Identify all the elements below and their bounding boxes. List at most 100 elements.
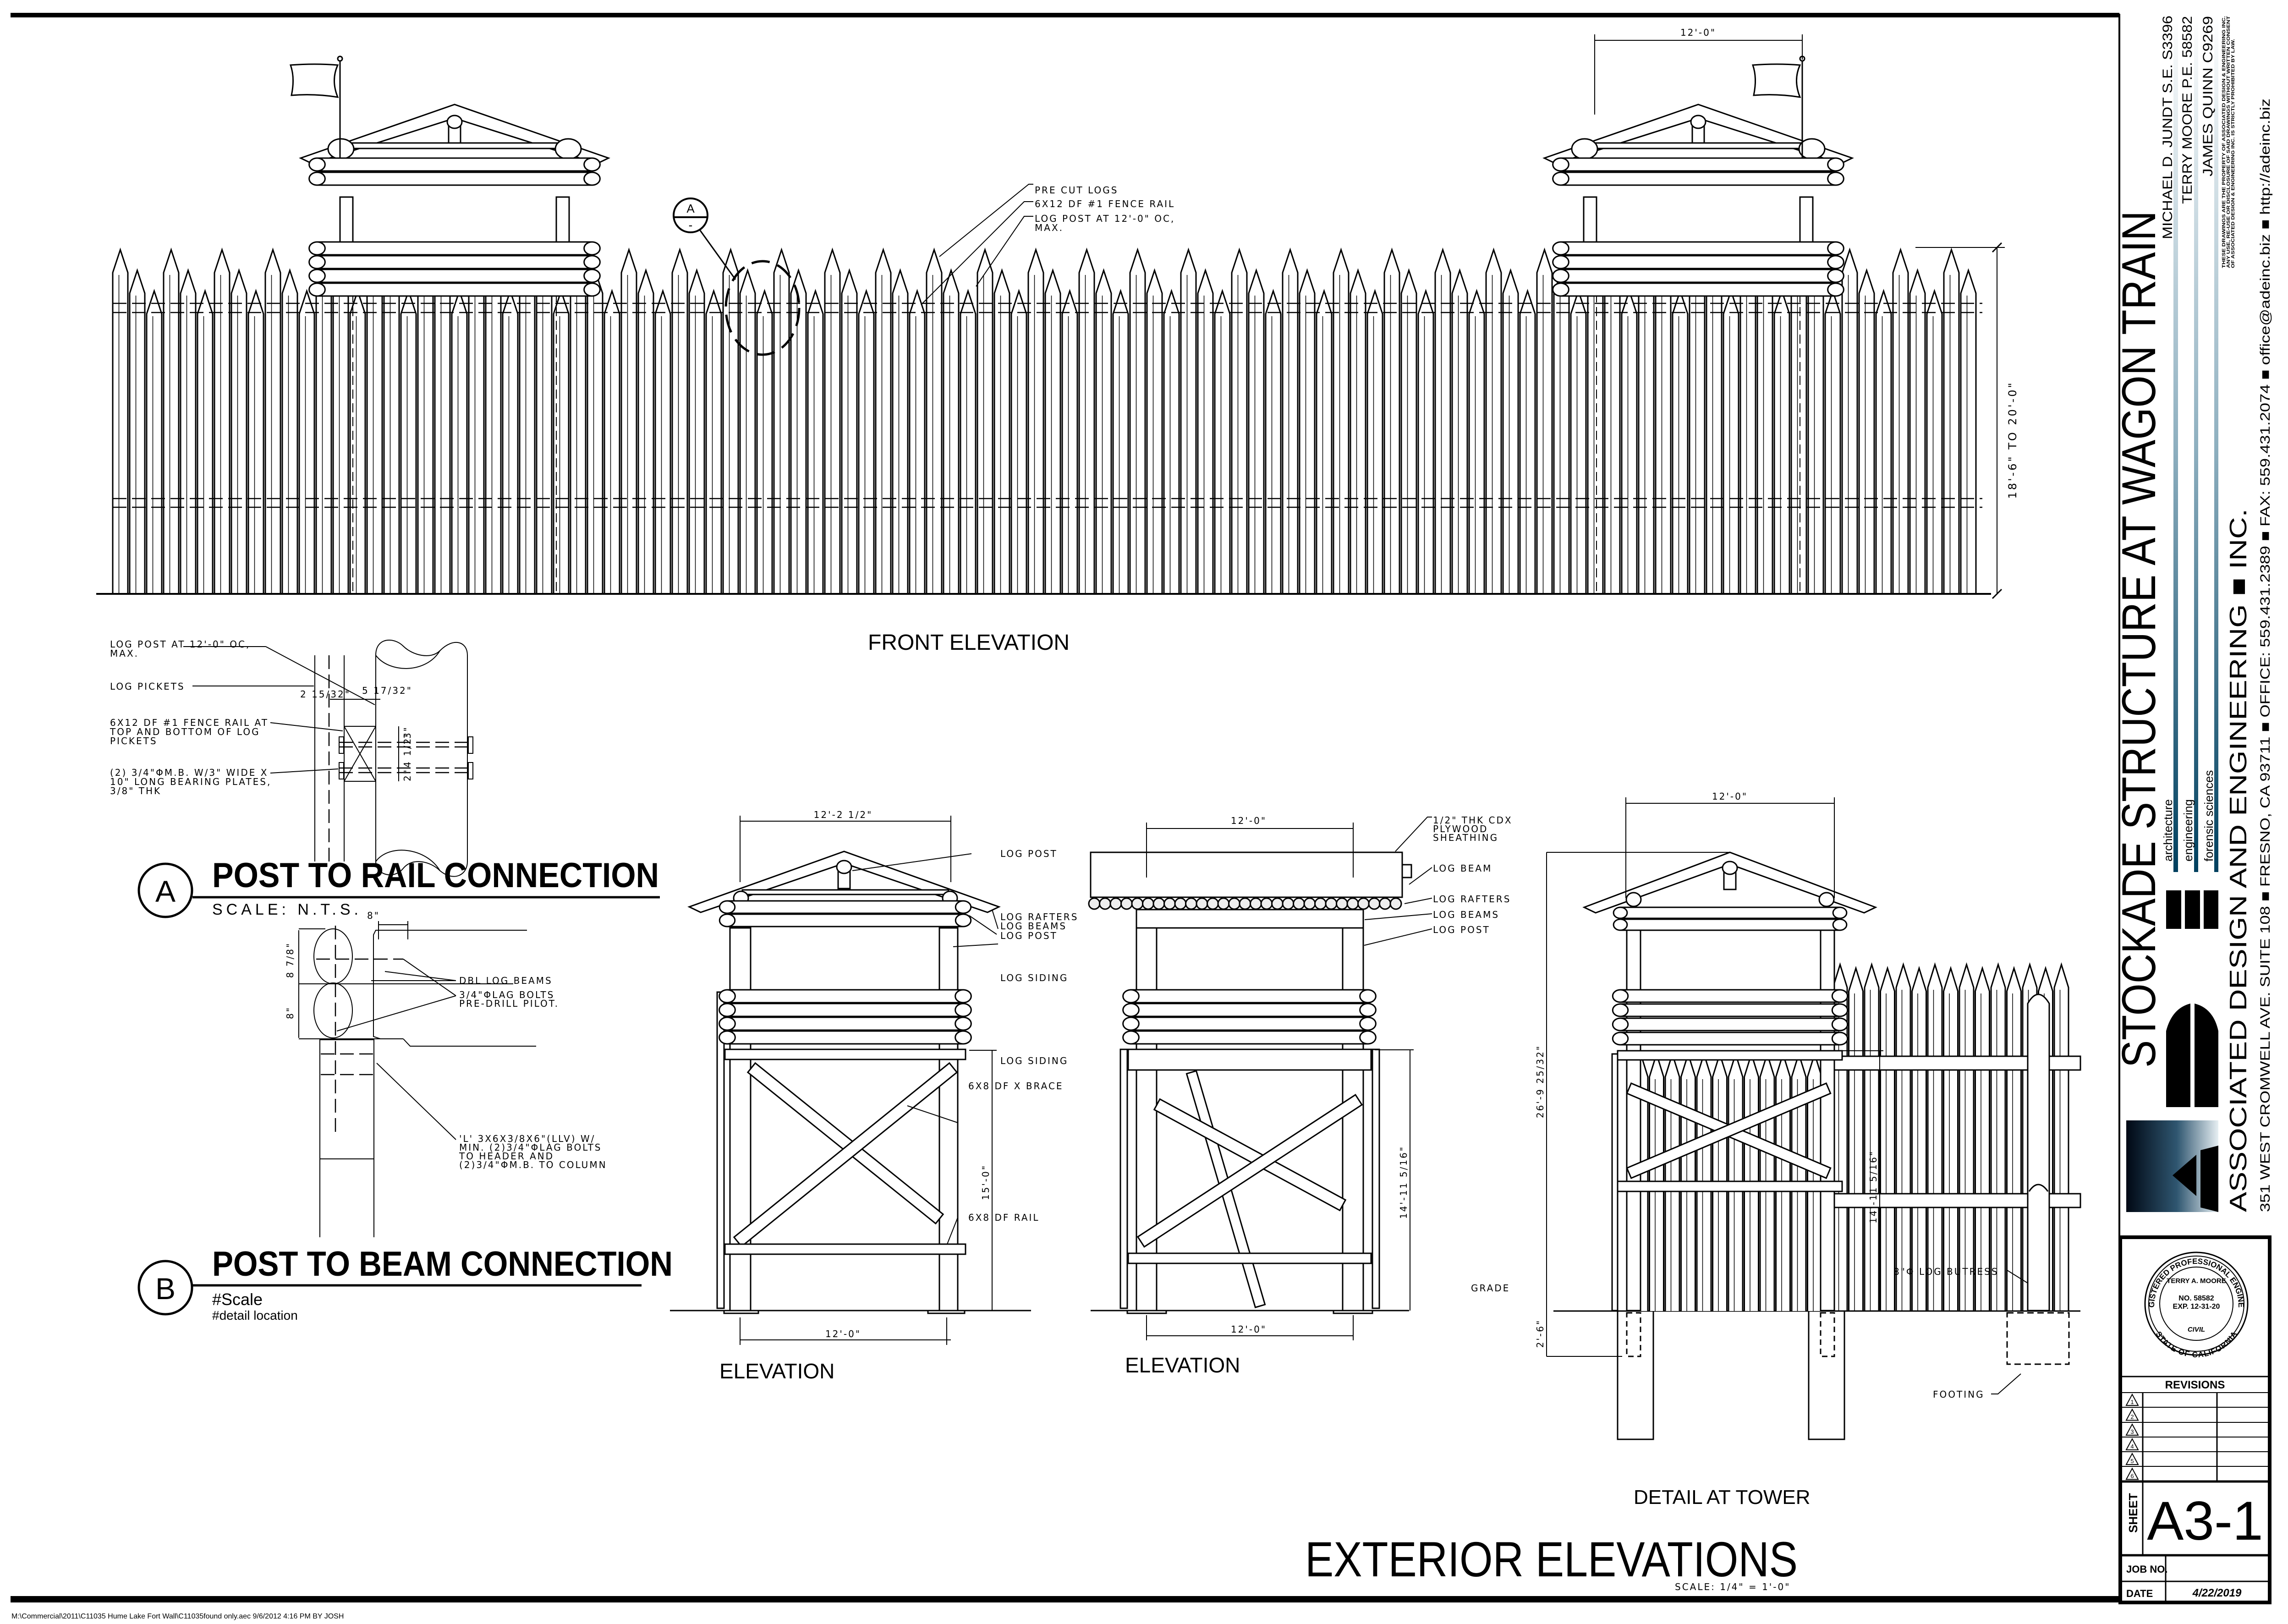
picket [1807,268,1824,594]
log-rafter [1152,897,1165,910]
log [1619,1031,1841,1046]
picket [1129,247,1146,594]
picket [298,289,315,594]
log [316,241,593,256]
log-end [327,138,355,160]
picket [620,247,637,594]
log-end [1612,1003,1629,1017]
picket [1010,289,1027,594]
job-no-label: JOB NO. [2126,1564,2167,1575]
log-rafter [1207,897,1219,910]
picket [841,268,858,594]
detail-tower-dim: 14'-11 5/16" [1868,1150,1879,1223]
log-rafter [1282,897,1295,910]
picket [129,268,146,594]
log [726,1003,964,1017]
revision-triangle-icon [2125,1467,2139,1480]
picket [1756,268,1773,594]
log [316,269,593,283]
log-end [719,913,736,927]
gable-post-end [1690,115,1706,129]
detail-b-dim: 8" [367,910,380,921]
log-end [1359,1016,1377,1031]
picket [1927,962,1943,1311]
log-end [1613,918,1628,931]
log-end [1122,989,1140,1004]
seal-number: NO. 58582 [2178,1295,2214,1302]
detail-b-location: #detail location [212,1308,298,1322]
log-rafter [1325,897,1338,910]
embed [1626,1312,1641,1357]
detail-b-label: (2)3/4"ΦM.B. TO COLUMN [459,1159,607,1170]
picket [1655,268,1672,594]
elevation-2-dim: 12'-0" [1231,1324,1267,1335]
log [1619,989,1841,1003]
roof-beam [741,889,949,895]
log-end [719,1030,736,1045]
detail-marker-sheet: - [689,218,693,232]
picket [1790,247,1807,594]
picket [688,268,705,594]
revision-triangle-icon [2125,1437,2139,1450]
log [316,282,593,297]
detail-a-post-to-rail: LOG POST AT 12'-0" OC, MAX. LOG PICKETS … [110,639,660,918]
picket [1333,247,1350,594]
revision-triangle-icon [2125,1452,2139,1465]
picket [1723,289,1739,594]
detail-tower-dim: 26'-9 25/32" [1535,1045,1546,1118]
log-end [583,269,601,283]
log-rafter [1196,897,1208,910]
log-beams [1136,909,1364,929]
x-brace [1153,1098,1347,1212]
detail-a-label: 6X12 DF #1 FENCE RAIL AT [110,717,269,728]
frame-header [1617,1050,1843,1061]
footing [723,1310,759,1314]
log-end [1122,1030,1140,1045]
detail-a-label: 3/8" THK [110,785,161,796]
seal-discipline: CIVIL [2188,1326,2205,1333]
picket [1485,247,1502,594]
log-end [308,282,326,297]
detail-a-title: POST TO RAIL CONNECTION [212,856,659,895]
log-end [1612,989,1629,1003]
log [316,157,593,172]
picket [1197,268,1214,594]
picket [1858,268,1875,594]
tower-post [1583,196,1597,244]
log-end [1571,138,1598,160]
elevation-2-label: LOG POST [1433,924,1490,935]
revision-number: 5 [2130,1458,2134,1465]
picket [197,289,214,594]
revision-number: 4 [2130,1443,2134,1450]
picket [230,268,247,594]
picket [705,289,722,594]
log-end [1122,1016,1140,1031]
picket [468,247,485,594]
log-rafter [1314,897,1327,910]
elevation-2-dim: 14'-11 5/16" [1398,1146,1409,1219]
log-end [955,989,972,1004]
elevation-1-label: 6X8 DF RAIL [968,1212,1040,1223]
picket [1943,247,1960,594]
log-end [583,241,601,256]
elevation-1-label: LOG RAFTERS [1000,911,1078,922]
roof-beam [348,142,561,149]
picket [654,289,671,594]
picket [977,247,993,594]
picket [451,289,468,594]
elevation-1-label: 6X8 DF X BRACE [968,1081,1064,1092]
log-end [955,1003,972,1017]
picket [1943,966,1959,1311]
watch-tower [289,55,610,594]
picket [1706,268,1723,594]
picket [2053,962,2069,1311]
picket [1739,247,1756,594]
elevation-2-label: LOG RAFTERS [1433,894,1511,905]
tower-post [555,196,570,244]
picket [1689,247,1706,594]
side-post [1372,1048,1380,1309]
log-end [1552,269,1569,283]
picket [163,247,180,594]
log-rafter [1271,897,1284,910]
